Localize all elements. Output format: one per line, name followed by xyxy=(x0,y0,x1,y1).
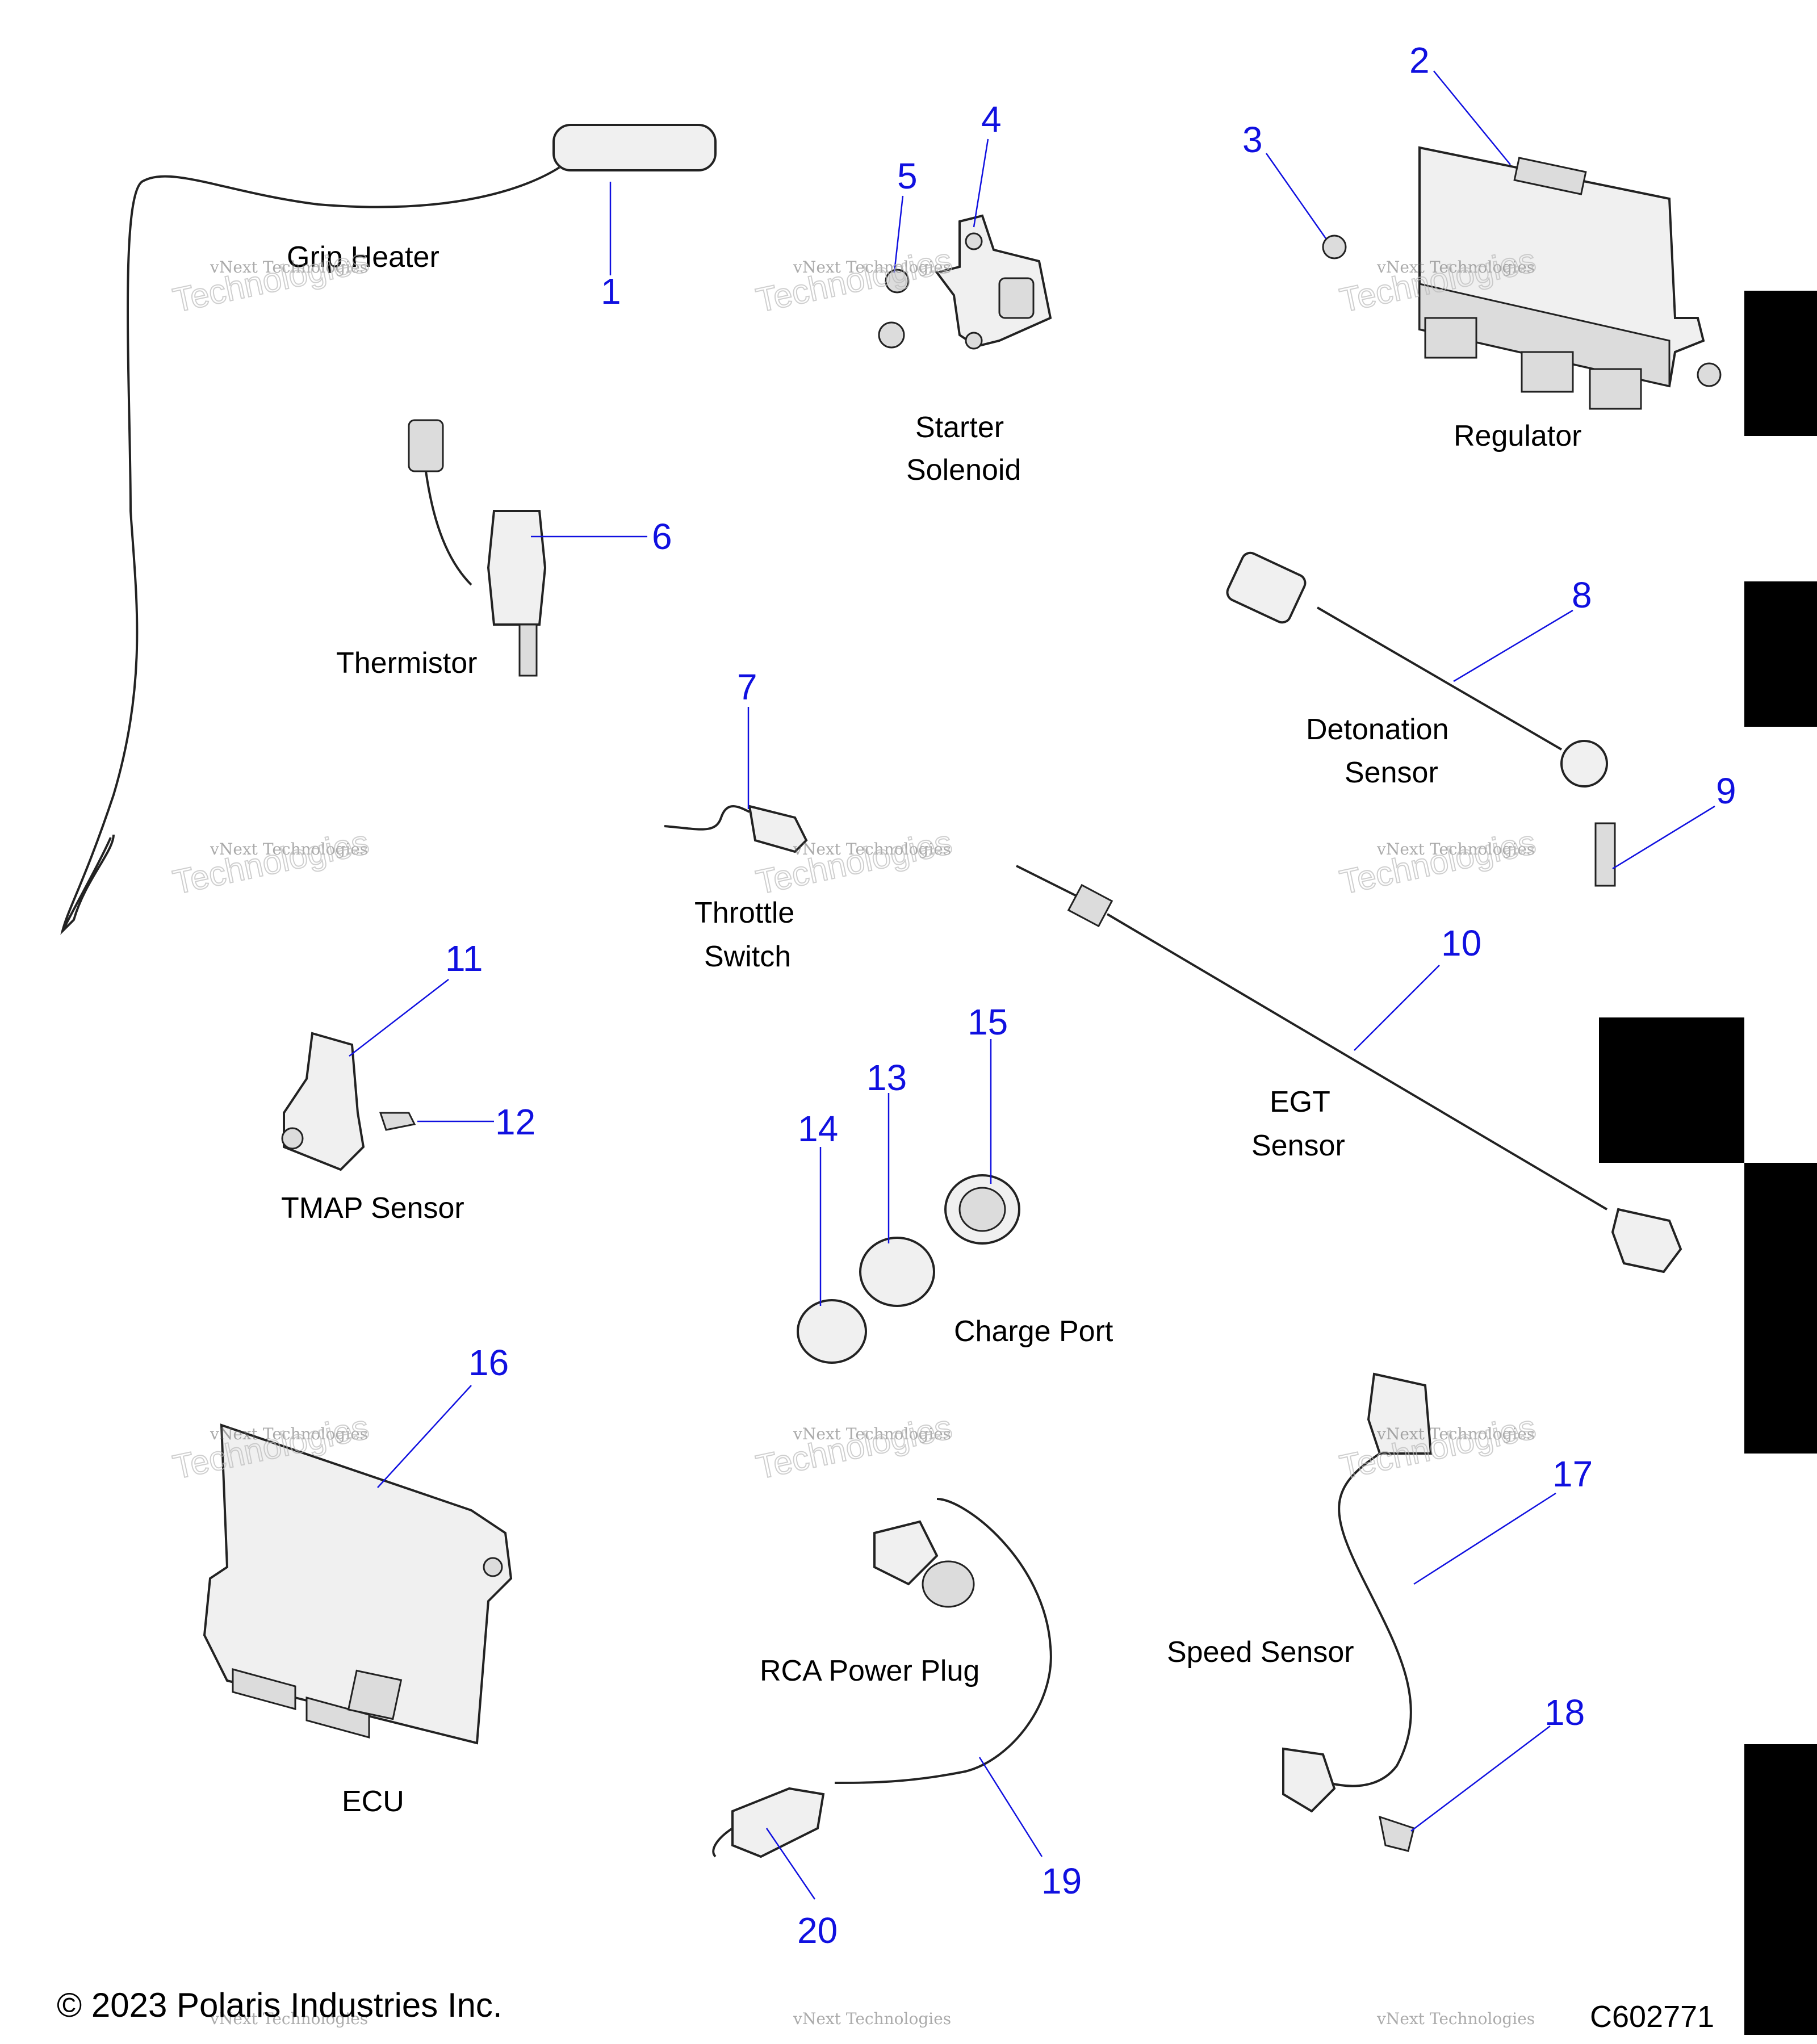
callout-19: 19 xyxy=(1041,1861,1082,1901)
starter-solenoid-part xyxy=(878,214,1052,350)
svg-text:vNext Technologies: vNext Technologies xyxy=(1376,258,1535,277)
svg-text:vNext Technologies: vNext Technologies xyxy=(793,258,951,277)
callout-1: 1 xyxy=(601,271,621,312)
watermark: vNext Technologies xyxy=(210,2009,368,2028)
label-starter-solenoid-line2: Solenoid xyxy=(906,454,1021,487)
svg-text:vNext Technologies: vNext Technologies xyxy=(210,2009,368,2028)
label-detonation-line2: Sensor xyxy=(1345,756,1438,789)
callout-5: 5 xyxy=(897,156,918,196)
watermark: vNext Technologies Technologies xyxy=(752,240,956,320)
callout-14: 14 xyxy=(798,1108,838,1149)
label-throttle-line2: Switch xyxy=(704,940,791,973)
edge-tab xyxy=(1599,1017,1744,1163)
watermark: vNext Technologies Technologies xyxy=(169,822,373,902)
watermark: vNext Technologies Technologies xyxy=(1336,822,1540,902)
label-throttle-line1: Throttle xyxy=(694,897,794,929)
label-grip-heater: Grip Heater xyxy=(287,241,439,274)
rca-power-plug-part xyxy=(712,1498,1052,1858)
callout-13: 13 xyxy=(866,1057,907,1098)
callout-9: 9 xyxy=(1716,770,1736,811)
label-starter-solenoid-line1: Starter xyxy=(915,411,1004,444)
svg-text:Technologies: Technologies xyxy=(1337,1408,1539,1486)
svg-text:vNext Technologies: vNext Technologies xyxy=(1376,2009,1535,2028)
svg-text:vNext Technologies: vNext Technologies xyxy=(793,840,951,858)
callout-15: 15 xyxy=(968,1002,1008,1042)
label-egt-line1: EGT xyxy=(1270,1086,1330,1119)
callout-2: 2 xyxy=(1409,40,1430,81)
copyright-text: © 2023 Polaris Industries Inc. xyxy=(57,1986,503,2024)
callout-11: 11 xyxy=(445,938,483,979)
watermark: vNext Technologies Technologies xyxy=(1336,1407,1540,1486)
label-detonation-line1: Detonation xyxy=(1306,713,1449,746)
label-thermistor: Thermistor xyxy=(336,647,477,680)
svg-text:Technologies: Technologies xyxy=(170,241,372,319)
throttle-switch-part xyxy=(664,805,808,853)
svg-text:vNext Technologies: vNext Technologies xyxy=(1376,840,1535,858)
edge-tabs xyxy=(1599,291,1817,2035)
callout-10: 10 xyxy=(1441,923,1481,964)
part-labels: Grip Heater Starter Solenoid Regulator T… xyxy=(281,241,1581,1818)
regulator-part xyxy=(1322,146,1722,410)
callout-3: 3 xyxy=(1242,119,1263,160)
label-ecu: ECU xyxy=(342,1785,404,1818)
ecu-part xyxy=(203,1423,513,1745)
svg-text:Technologies: Technologies xyxy=(753,1408,956,1486)
svg-text:vNext Technologies: vNext Technologies xyxy=(793,1425,951,1443)
watermark: vNext Technologies Technologies xyxy=(752,1407,956,1486)
label-regulator: Regulator xyxy=(1454,420,1581,453)
callout-4: 4 xyxy=(981,99,1002,140)
callout-20: 20 xyxy=(797,1910,838,1951)
callout-6: 6 xyxy=(652,516,672,557)
label-charge-port: Charge Port xyxy=(954,1315,1113,1348)
callout-8: 8 xyxy=(1572,575,1592,615)
leader-lines xyxy=(349,70,1715,1900)
callout-7: 7 xyxy=(737,667,757,707)
diagram-id: C602771 xyxy=(1590,2000,1714,2034)
thermistor-part xyxy=(408,419,547,677)
grip-heater-part xyxy=(60,124,717,935)
callout-numbers: 1 2 3 4 5 6 7 8 9 10 11 12 13 14 15 16 1… xyxy=(445,40,1736,1951)
edge-tab xyxy=(1744,1163,1817,1454)
callout-12: 12 xyxy=(495,1101,535,1142)
detonation-sensor-part xyxy=(1226,551,1616,887)
watermark: vNext Technologies xyxy=(793,2009,951,2028)
svg-text:vNext Technologies: vNext Technologies xyxy=(210,840,368,858)
svg-text:Technologies: Technologies xyxy=(753,241,956,319)
callout-18: 18 xyxy=(1544,1692,1585,1733)
label-egt-line2: Sensor xyxy=(1251,1129,1345,1162)
svg-text:vNext Technologies: vNext Technologies xyxy=(210,1425,368,1443)
watermark: vNext Technologies Technologies xyxy=(169,240,373,320)
charge-port-part xyxy=(797,1174,1020,1364)
svg-text:Technologies: Technologies xyxy=(170,823,372,901)
edge-tab xyxy=(1744,1744,1817,2035)
svg-text:vNext Technologies: vNext Technologies xyxy=(1376,1425,1535,1443)
tmap-sensor-part xyxy=(281,1032,416,1171)
label-speed: Speed Sensor xyxy=(1167,1636,1354,1669)
label-tmap: TMAP Sensor xyxy=(281,1192,464,1225)
egt-sensor-part xyxy=(1016,865,1682,1274)
speed-sensor-part xyxy=(1282,1372,1433,1852)
callout-16: 16 xyxy=(468,1342,509,1383)
label-rca: RCA Power Plug xyxy=(760,1655,979,1687)
callout-17: 17 xyxy=(1552,1454,1593,1494)
edge-tab xyxy=(1744,291,1817,436)
svg-text:Technologies: Technologies xyxy=(1337,823,1539,901)
edge-tab xyxy=(1744,581,1817,727)
svg-text:vNext Technologies: vNext Technologies xyxy=(793,2009,951,2028)
watermark: vNext Technologies xyxy=(1376,2009,1535,2028)
svg-text:vNext Technologies: vNext Technologies xyxy=(210,258,368,277)
